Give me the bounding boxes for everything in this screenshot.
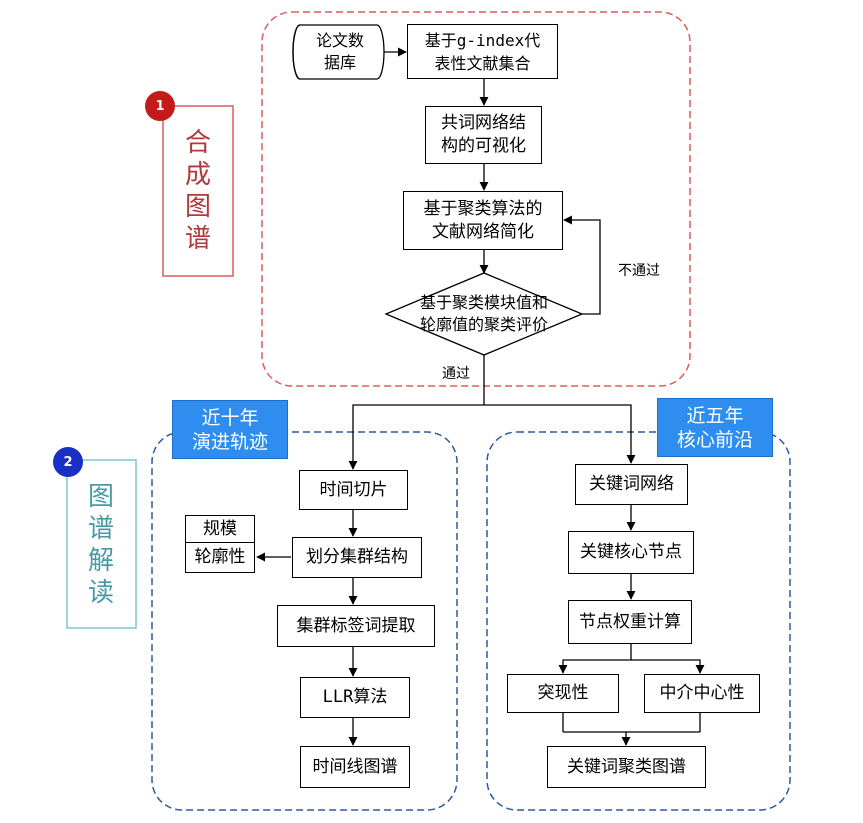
time-slice-box: 时间切片 xyxy=(299,470,408,510)
stage-1-badge: 1 xyxy=(145,91,175,121)
arrow-to-left-panel xyxy=(348,404,484,470)
node-weight-box: 节点权重计算 xyxy=(568,600,692,644)
timeline-map-box: 时间线图谱 xyxy=(300,746,410,788)
keyword-cluster-map-box: 关键词聚类图谱 xyxy=(547,746,706,788)
stage-interpretation-right-region xyxy=(486,431,791,811)
keyword-network-box: 关键词网络 xyxy=(575,464,688,505)
cluster-structure-box: 划分集群结构 xyxy=(292,537,422,578)
cluster-evaluation-text: 基于聚类模块值和 轮廓值的聚类评价 xyxy=(419,293,548,334)
gindex-collection-box: 基于g-index代 表性文献集合 xyxy=(407,24,558,79)
arrow-to-burst xyxy=(558,659,631,674)
stage-synthesis-region xyxy=(261,11,691,387)
core-node-box: 关键核心节点 xyxy=(568,531,694,574)
stage-1-label: 合 成 图 谱 xyxy=(184,128,211,254)
stage-interpretation-label-frame xyxy=(66,459,137,629)
arrow-to-right-panel xyxy=(484,404,636,464)
scale-box: 规模 xyxy=(185,515,255,543)
arrow-to-betweenness xyxy=(631,659,705,674)
llr-algorithm-box: LLR算法 xyxy=(300,677,410,718)
stage-2-badge: 2 xyxy=(53,447,83,477)
cluster-label-extraction-box: 集群标签词提取 xyxy=(277,605,435,647)
burst-box: 突现性 xyxy=(507,674,619,713)
fail-label: 不通过 xyxy=(618,263,660,279)
network-simplify-box: 基于聚类算法的 文献网络简化 xyxy=(403,191,563,250)
arrow-fail-loop xyxy=(563,215,601,315)
silhouette-box: 轮廓性 xyxy=(185,542,255,573)
stage-interpretation-left-region xyxy=(151,431,458,811)
database-label: 论文数 据库 xyxy=(315,31,364,72)
database-shape xyxy=(292,24,385,80)
stage-synthesis-label-frame xyxy=(162,105,234,277)
cooccurrence-visualization-box: 共词网络结 构的可视化 xyxy=(425,106,542,164)
right-panel-title: 近五年 核心前沿 xyxy=(657,398,773,457)
left-panel-title: 近十年 演进轨迹 xyxy=(172,400,288,459)
stage-2-label: 图 谱 解 读 xyxy=(87,482,114,608)
pass-label: 通过 xyxy=(442,366,470,382)
betweenness-centrality-box: 中介中心性 xyxy=(644,674,760,713)
